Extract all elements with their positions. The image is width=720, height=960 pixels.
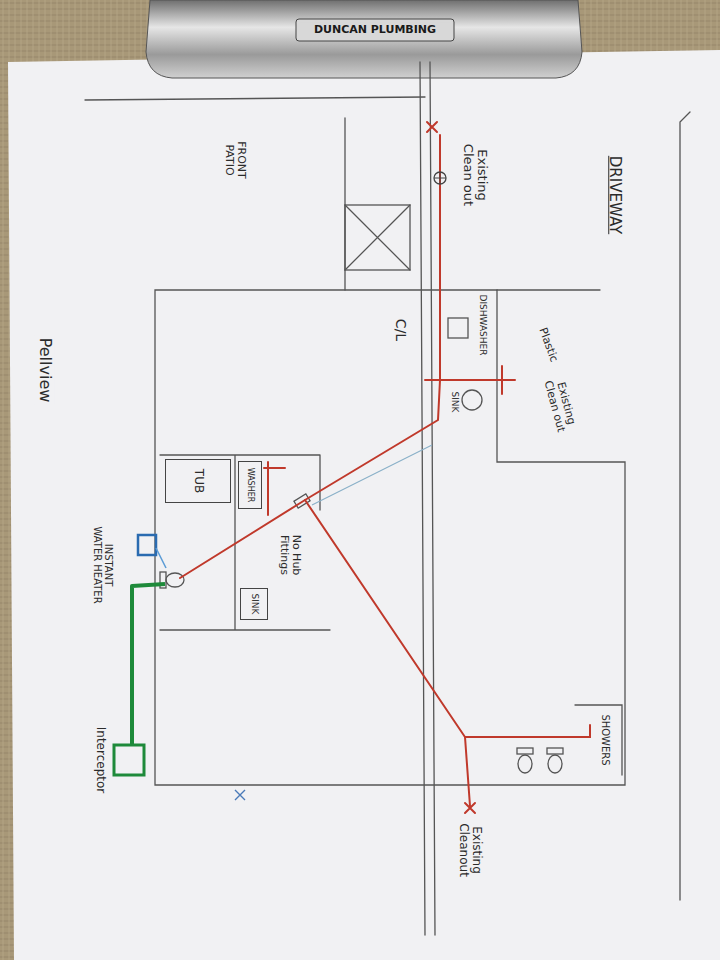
toilet-symbol bbox=[517, 748, 533, 773]
patio-post bbox=[345, 205, 410, 270]
pencil-duplicate bbox=[312, 445, 432, 505]
note-label: Existing Clean out bbox=[460, 139, 491, 211]
shower-outline bbox=[575, 705, 622, 775]
note-label: No Hub Fittings bbox=[277, 527, 303, 583]
sewer-pipe bbox=[180, 122, 590, 813]
lot-line bbox=[85, 97, 425, 100]
clean-out-symbol bbox=[434, 172, 446, 184]
area-label: DRIVEWAY bbox=[606, 154, 625, 236]
main-line bbox=[180, 135, 440, 578]
toilet-tank bbox=[547, 748, 563, 754]
fixture-box: WASHER bbox=[238, 461, 262, 509]
x-mark bbox=[427, 122, 437, 132]
equipment-label: Interceptor bbox=[92, 725, 107, 795]
x-mark bbox=[235, 790, 245, 800]
toilet-symbol bbox=[547, 748, 563, 773]
interior-wall bbox=[160, 455, 330, 630]
fixture-box: SINK bbox=[240, 588, 268, 620]
interceptor-box bbox=[114, 745, 144, 775]
fixture-label: SHOWERS bbox=[599, 712, 612, 767]
center-line bbox=[420, 62, 425, 935]
center-line bbox=[430, 62, 435, 935]
x-mark bbox=[465, 803, 475, 813]
note-label: Existing Clean out bbox=[539, 372, 580, 439]
node-text: WASHER bbox=[246, 468, 255, 503]
pencil-lines bbox=[85, 62, 690, 935]
toilet-bowl bbox=[166, 573, 184, 587]
company-name: DUNCAN PLUMBING bbox=[300, 23, 450, 37]
toilet-bowl bbox=[548, 755, 562, 773]
street-name: Pellview bbox=[35, 336, 55, 405]
equipment-label: INSTANT WATER HEATER bbox=[91, 524, 115, 606]
material-note: Plastic bbox=[535, 324, 562, 366]
driveway-edge bbox=[497, 289, 600, 290]
patio-post-cross bbox=[345, 205, 410, 270]
shower-branch bbox=[465, 725, 590, 737]
fixture-label: SINK bbox=[448, 389, 460, 414]
node-label: WASHER bbox=[246, 468, 255, 503]
node-label: SINK bbox=[249, 593, 259, 614]
sink-branch bbox=[425, 366, 515, 394]
fixture-label: DISHWASHER bbox=[476, 292, 488, 357]
area-label: FRONT PATIO bbox=[222, 134, 248, 186]
node-text: SINK bbox=[249, 593, 259, 614]
dishwasher-symbol bbox=[448, 318, 468, 338]
water-line bbox=[156, 548, 166, 568]
clipboard-clip bbox=[146, 0, 582, 78]
node-text: TUB bbox=[191, 469, 204, 493]
node-label: TUB bbox=[191, 469, 204, 493]
sink-symbol bbox=[462, 390, 482, 410]
fixture-box: TUB bbox=[165, 459, 231, 503]
clean-out-cross bbox=[434, 172, 446, 184]
green-line bbox=[132, 584, 165, 745]
branch-line bbox=[305, 500, 470, 806]
toilet-bowl bbox=[518, 755, 532, 773]
paper-sheet bbox=[8, 50, 720, 960]
centerline-mark: C/L bbox=[391, 317, 408, 343]
note-label: Existing Cleanout bbox=[456, 817, 484, 883]
house-outline bbox=[155, 290, 625, 785]
clip-plate bbox=[296, 19, 454, 41]
toilet-tank bbox=[517, 748, 533, 754]
lot-line bbox=[680, 112, 690, 900]
water-heater-box bbox=[138, 535, 156, 555]
washer-branch bbox=[264, 462, 285, 515]
